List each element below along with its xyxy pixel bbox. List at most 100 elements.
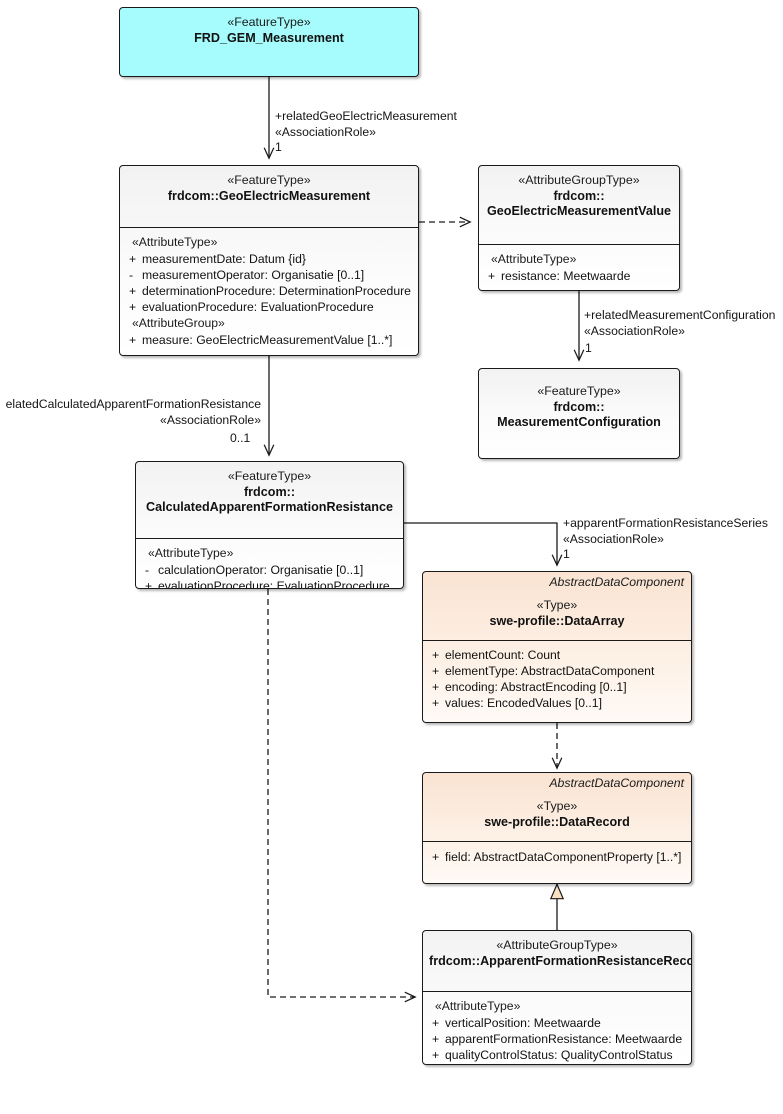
attribute-row: + elementType: AbstractDataComponent: [423, 663, 691, 679]
class-data-array[interactable]: AbstractDataComponent «Type» swe-profile…: [422, 571, 692, 723]
abstract-type-name: AbstractDataComponent: [549, 776, 684, 790]
class-header: «FeatureType» frdcom::GeoElectricMeasure…: [120, 166, 418, 227]
multiplicity-related-measurement-configuration: 1: [585, 341, 592, 355]
visibility-marker: +: [432, 648, 440, 663]
attribute-text: evaluationProcedure: EvaluationProcedure: [142, 300, 374, 314]
class-attributes: «AttributeType» + resistance: Meetwaarde: [479, 245, 679, 290]
multiplicity-related-calculated-apparent-formation-resistance: 0..1: [230, 431, 251, 445]
class-stereotype: «AttributeGroupType»: [518, 173, 640, 187]
class-attributes: «AttributeType» + measurementDate: Datum…: [120, 228, 418, 355]
attribute-row: + evaluationProcedure: EvaluationProcedu…: [136, 578, 403, 589]
class-header: «FeatureType» frdcom:: CalculatedApparen…: [136, 462, 403, 538]
class-header: «FeatureType» frdcom:: MeasurementConfig…: [479, 369, 679, 439]
visibility-marker: +: [129, 252, 137, 266]
visibility-marker: -: [145, 563, 150, 577]
role-stereotype: «AssociationRole»: [275, 125, 376, 140]
class-attributes: «AttributeType» + verticalPosition: Meet…: [423, 992, 691, 1064]
class-name-line2: CalculatedApparentFormationResistance: [145, 500, 394, 515]
class-name: swe-profile::DataRecord: [484, 815, 630, 830]
class-header: «FeatureType» FRD_GEM_Measurement: [120, 8, 418, 54]
class-apparent-formation-resistance-record[interactable]: «AttributeGroupType» frdcom::ApparentFor…: [422, 930, 692, 1065]
attribute-text: apparentFormationResistance: Meetwaarde: [445, 1032, 683, 1046]
class-data-record[interactable]: AbstractDataComponent «Type» swe-profile…: [422, 772, 692, 884]
attribute-row: - measurementOperator: Organisatie [0..1…: [120, 267, 418, 283]
attribute-group-label: «AttributeType»: [148, 546, 234, 560]
class-name-line1: frdcom::: [553, 189, 605, 204]
class-name-line2: GeoElectricMeasurementValue: [486, 204, 672, 219]
attribute-row: + values: EncodedValues [0..1]: [423, 695, 691, 711]
class-stereotype: «FeatureType»: [227, 173, 311, 187]
edge-label-related-calculated-apparent-formation-resistance: elatedCalculatedApparentFormationResista…: [0, 396, 261, 428]
attribute-row: + apparentFormationResistance: Meetwaard…: [423, 1031, 691, 1047]
header-attribute-divider: [136, 538, 403, 539]
attribute-row: + measure: GeoElectricMeasurementValue […: [120, 332, 418, 348]
attribute-text: resistance: Meetwaarde: [501, 269, 631, 283]
attribute-group-label: «AttributeGroup»: [132, 316, 225, 330]
attribute-text: evaluationProcedure: EvaluationProcedure: [158, 579, 390, 589]
header-attribute-divider: [479, 244, 679, 245]
attribute-row: + qualityControlStatus: QualityControlSt…: [423, 1047, 691, 1063]
visibility-marker: +: [129, 333, 137, 347]
class-name: frdcom::ApparentFormationResistanceRecor…: [429, 954, 692, 969]
attribute-text: measurementDate: Datum {id}: [142, 252, 306, 266]
edge-label-related-geoelectric-measurement: +relatedGeoElectricMeasurement «Associat…: [275, 108, 457, 140]
attribute-row: + field: AbstractDataComponentProperty […: [423, 849, 691, 865]
class-stereotype: «Type»: [536, 598, 578, 612]
attribute-row: + evaluationProcedure: EvaluationProcedu…: [120, 299, 418, 315]
attribute-text: elementType: AbstractDataComponent: [445, 664, 655, 679]
class-stereotype: «FeatureType»: [227, 469, 312, 483]
edge-apparent-formation-resistance-series: [404, 522, 563, 567]
attribute-group-label: «AttributeType»: [491, 252, 577, 266]
class-calculated-apparent-formation-resistance[interactable]: «FeatureType» frdcom:: CalculatedApparen…: [135, 461, 404, 589]
attribute-text: calculationOperator: Organisatie [0..1]: [158, 563, 364, 577]
role-stereotype: «AssociationRole»: [584, 324, 685, 339]
header-attribute-divider: [423, 841, 691, 843]
edge-label-related-measurement-configuration: +relatedMeasurementConfiguration «Associ…: [584, 307, 775, 339]
class-name-line1: frdcom::: [243, 485, 296, 500]
visibility-marker: +: [145, 579, 153, 589]
attribute-text: encoding: AbstractEncoding [0..1]: [445, 680, 627, 695]
role-name: +apparentFormationResistanceSeries: [563, 516, 768, 530]
class-header: «Type» swe-profile::DataArray: [423, 589, 691, 640]
class-header: «AttributeGroupType» frdcom::ApparentFor…: [423, 931, 691, 991]
class-header: «Type» swe-profile::DataRecord: [423, 790, 691, 841]
class-name: frdcom::GeoElectricMeasurement: [167, 189, 371, 204]
visibility-marker: +: [432, 1016, 440, 1030]
attribute-group-label: «AttributeType»: [435, 999, 521, 1013]
attribute-row: + elementCount: Count: [423, 647, 691, 663]
role-name: +relatedMeasurementConfiguration: [584, 308, 776, 322]
class-geoelectric-measurement[interactable]: «FeatureType» frdcom::GeoElectricMeasure…: [119, 165, 419, 356]
class-stereotype: «FeatureType»: [537, 384, 621, 398]
class-name-line1: frdcom::: [553, 400, 605, 415]
visibility-marker: +: [432, 680, 440, 695]
attribute-text: elementCount: Count: [445, 648, 561, 663]
multiplicity-apparent-formation-resistance-series: 1: [563, 547, 570, 561]
abstract-type-name: AbstractDataComponent: [549, 575, 684, 589]
class-geoelectric-measurement-value[interactable]: «AttributeGroupType» frdcom:: GeoElectri…: [478, 165, 680, 291]
attribute-text: verticalPosition: Meetwaarde: [445, 1016, 601, 1030]
visibility-marker: +: [432, 1048, 440, 1062]
visibility-marker: +: [432, 1032, 440, 1046]
role-stereotype: «AssociationRole»: [563, 532, 664, 547]
visibility-marker: +: [432, 850, 440, 865]
class-stereotype: «AttributeGroupType»: [496, 938, 618, 952]
attribute-row: + encoding: AbstractEncoding [0..1]: [423, 679, 691, 695]
attribute-text: qualityControlStatus: QualityControlStat…: [445, 1048, 673, 1062]
class-frd-gem-measurement[interactable]: «FeatureType» FRD_GEM_Measurement: [119, 7, 419, 77]
class-attributes: + field: AbstractDataComponentProperty […: [423, 842, 691, 872]
visibility-marker: -: [129, 268, 134, 282]
attribute-text: field: AbstractDataComponentProperty [1.…: [445, 850, 682, 865]
class-name: swe-profile::DataArray: [489, 614, 625, 629]
edge-record-dependency: [267, 589, 417, 1003]
visibility-marker: +: [432, 696, 440, 711]
attribute-text: determinationProcedure: DeterminationPro…: [142, 284, 411, 298]
class-measurement-configuration[interactable]: «FeatureType» frdcom:: MeasurementConfig…: [478, 368, 680, 459]
role-stereotype: «AssociationRole»: [160, 413, 261, 428]
class-attributes: + elementCount: Count + elementType: Abs…: [423, 641, 691, 718]
attribute-row: + verticalPosition: Meetwaarde: [423, 1015, 691, 1031]
header-attribute-divider: [423, 991, 691, 992]
class-attributes: «AttributeType» - calculationOperator: O…: [136, 539, 403, 589]
multiplicity-related-geoelectric-measurement: 1: [275, 140, 282, 154]
attribute-text: measurementOperator: Organisatie [0..1]: [142, 268, 365, 282]
